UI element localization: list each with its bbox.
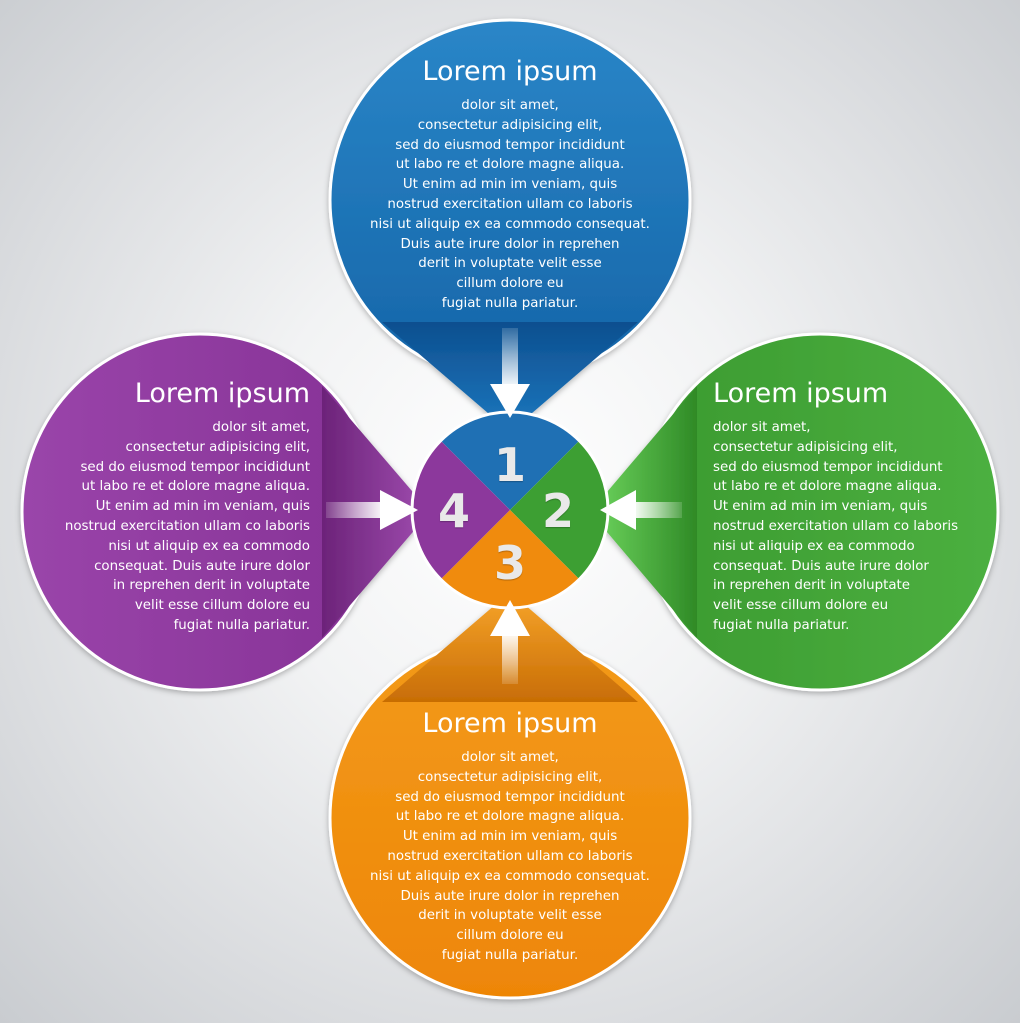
step-2-text: Lorem ipsum dolor sit amet,consectetur a… bbox=[713, 378, 993, 636]
step-4-text: Lorem ipsum dolor sit amet,consectetur a… bbox=[30, 378, 310, 636]
step-4-title: Lorem ipsum bbox=[134, 378, 310, 409]
step-2-number: 2 bbox=[541, 484, 574, 538]
arrow-up-icon bbox=[490, 600, 530, 684]
step-2-body: dolor sit amet,consectetur adipisicing e… bbox=[713, 420, 959, 633]
step-1-number: 1 bbox=[493, 438, 526, 492]
step-3-text: Lorem ipsum dolor sit amet,consectetur a… bbox=[330, 708, 690, 966]
step-4-body: dolor sit amet,consectetur adipisicing e… bbox=[64, 420, 310, 633]
step-1-body: dolor sit amet,consectetur adipisicing e… bbox=[370, 98, 650, 311]
arrow-left-icon bbox=[600, 490, 682, 530]
step-3-title: Lorem ipsum bbox=[422, 708, 598, 739]
step-2-title: Lorem ipsum bbox=[713, 378, 889, 409]
step-4-number: 4 bbox=[437, 484, 470, 538]
step-1-title: Lorem ipsum bbox=[422, 56, 598, 87]
arrow-right-icon bbox=[326, 490, 418, 530]
step-3-body: dolor sit amet,consectetur adipisicing e… bbox=[370, 750, 650, 963]
step-3-number: 3 bbox=[493, 536, 526, 590]
step-1-text: Lorem ipsum dolor sit amet,consectetur a… bbox=[330, 56, 690, 314]
arrow-down-icon bbox=[490, 328, 530, 418]
